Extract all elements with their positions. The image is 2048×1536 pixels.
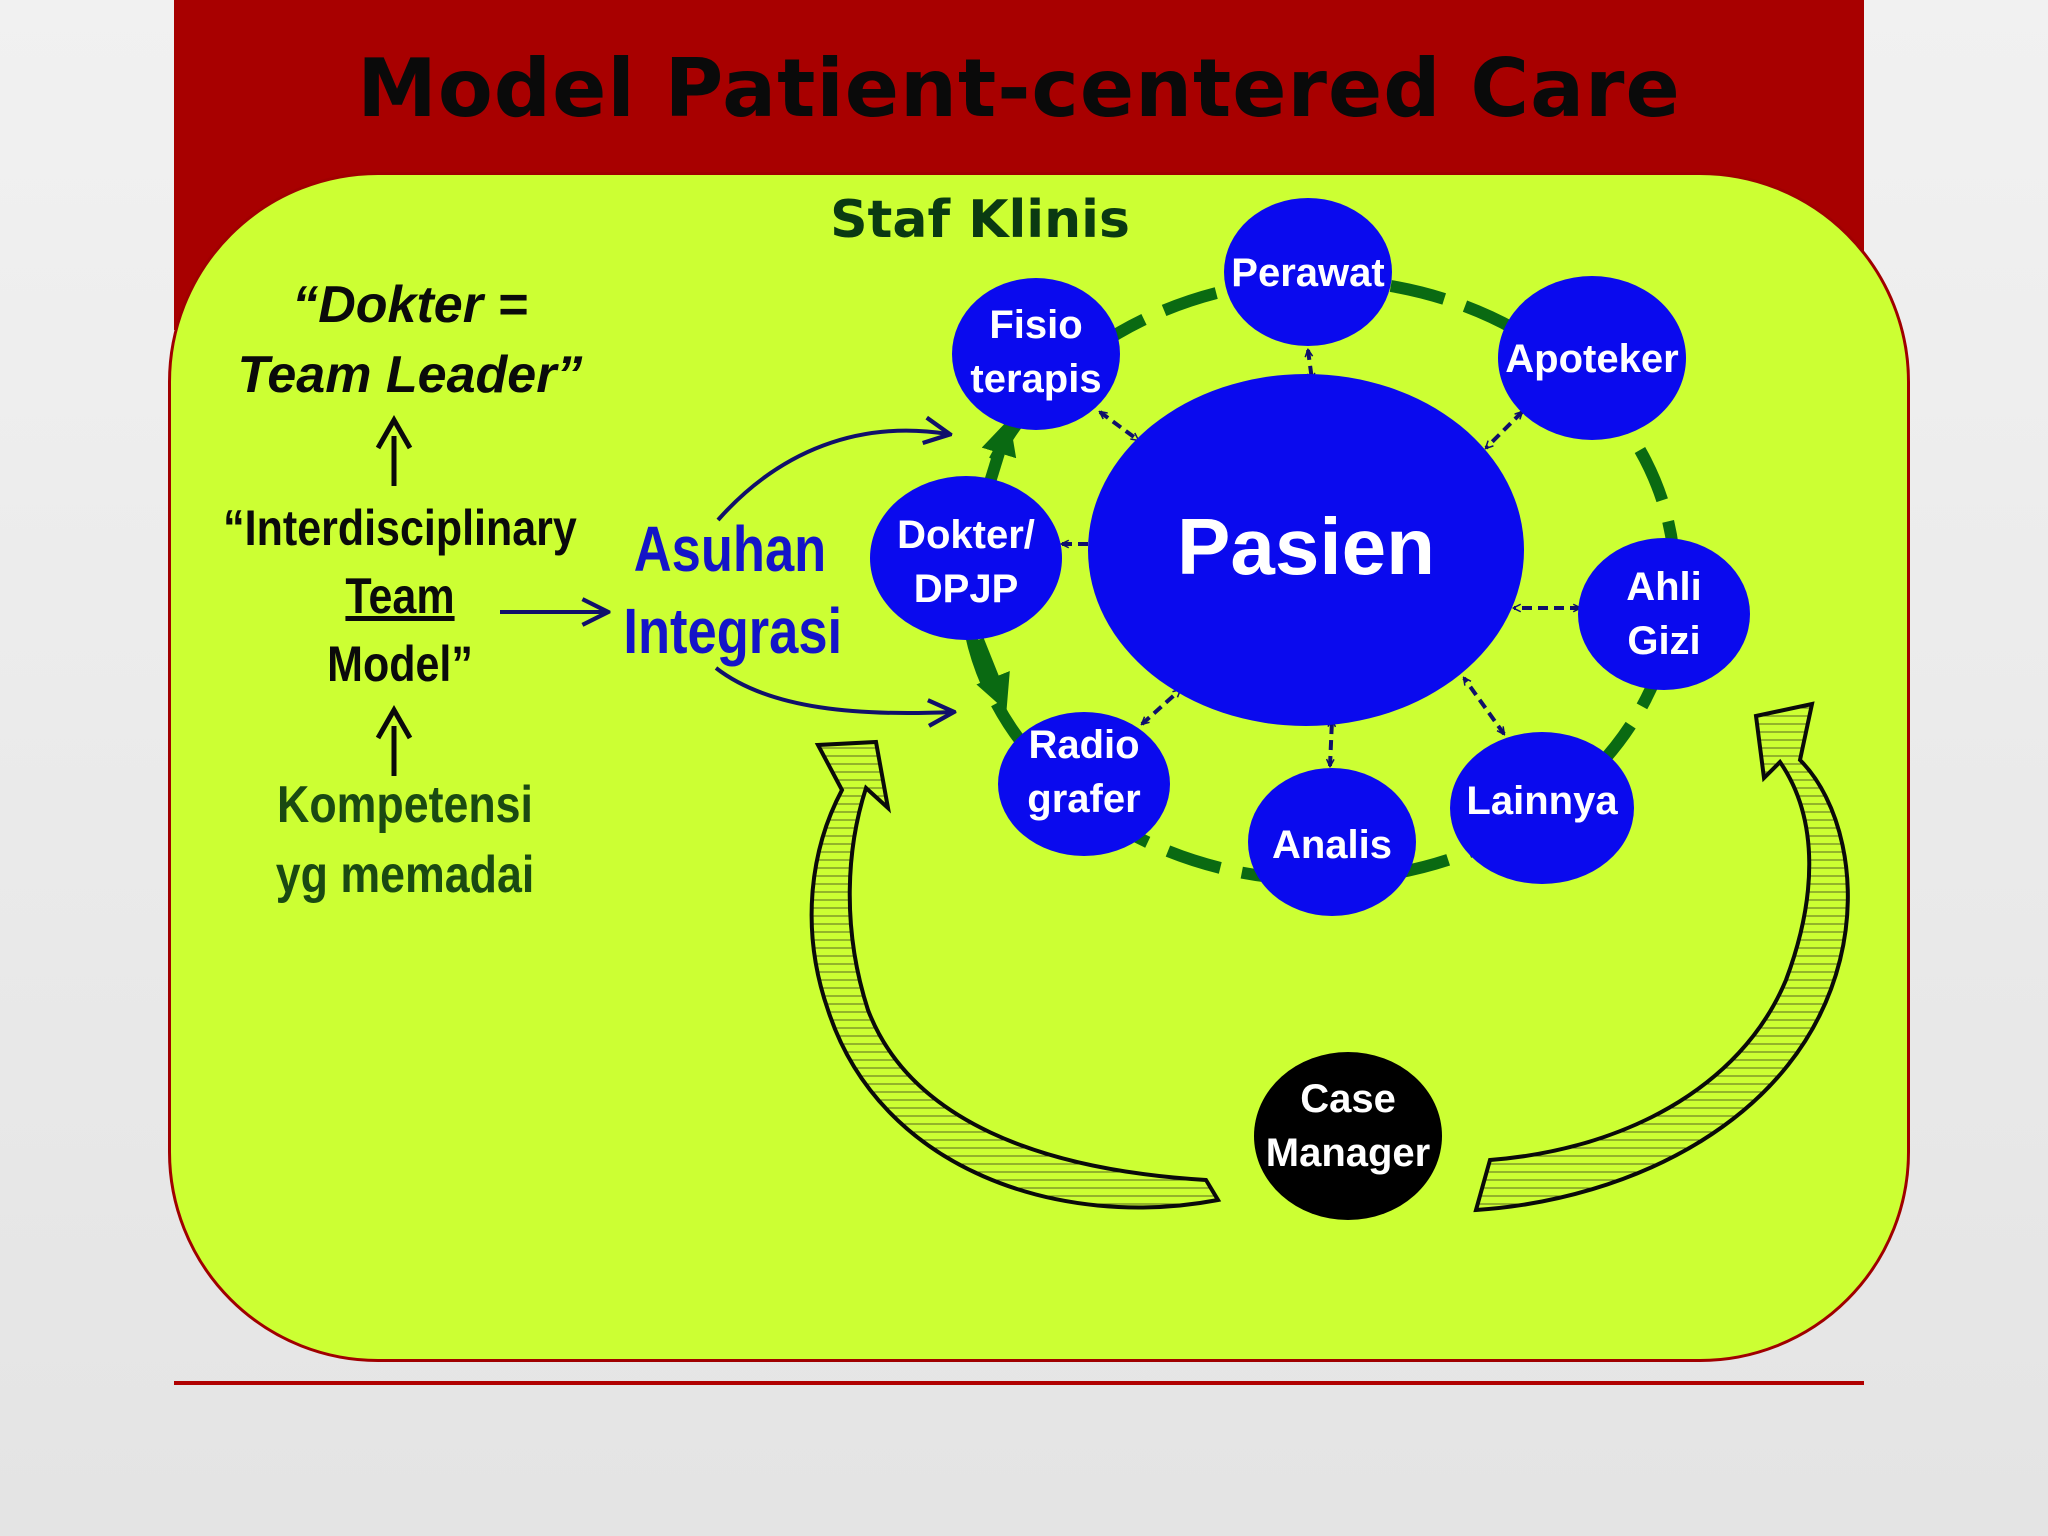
- kompetensi-label: Kompetensi yg memadai: [275, 776, 535, 904]
- svg-text:Lainnya: Lainnya: [1466, 779, 1618, 823]
- svg-text:Pasien: Pasien: [1177, 502, 1435, 591]
- dokter-team-leader-label: “Dokter = Team Leader”: [237, 276, 583, 404]
- dokter-dpjp-node: Dokter/ DPJP: [870, 476, 1062, 640]
- curved-arrow-lower-icon: [714, 666, 952, 713]
- link-pasien-apoteker: [1486, 412, 1522, 448]
- interdisciplinary-team-model-label: “Interdisciplinary Team Model”: [223, 500, 577, 692]
- hatched-arrow-right-icon: [1473, 701, 1850, 1213]
- apoteker-node: Apoteker: [1498, 276, 1686, 440]
- green-arrow-down-icon: [972, 637, 1010, 712]
- link-pasien-lainnya: [1462, 678, 1506, 734]
- bottom-divider: [174, 1381, 1864, 1385]
- link-pasien-analis: [1330, 720, 1332, 766]
- svg-text:Radio: Radio: [1028, 723, 1139, 767]
- perawat-node: Perawat: [1224, 198, 1392, 346]
- svg-text:Case: Case: [1300, 1077, 1396, 1121]
- link-pasien-fisioterapis: [1100, 410, 1138, 442]
- fisioterapis-node: Fisio terapis: [952, 278, 1120, 430]
- svg-text:Apoteker: Apoteker: [1505, 337, 1678, 381]
- slide-title: Model Patient-centered Care: [357, 42, 1681, 135]
- svg-text:Manager: Manager: [1266, 1131, 1431, 1175]
- hatched-arrow-left-icon: [809, 739, 1222, 1210]
- svg-text:terapis: terapis: [970, 357, 1101, 401]
- svg-text:grafer: grafer: [1027, 777, 1140, 821]
- green-arrow-up-icon: [981, 418, 1017, 484]
- svg-text:Perawat: Perawat: [1231, 251, 1384, 295]
- asuhan-integrasi-label: Asuhan Integrasi: [623, 513, 843, 667]
- up-arrow-icon-bottom: [375, 704, 413, 776]
- svg-text:Dokter/: Dokter/: [897, 513, 1035, 557]
- ahli-gizi-node: Ahli Gizi: [1578, 538, 1750, 690]
- svg-text:Fisio: Fisio: [989, 303, 1082, 347]
- svg-text:Gizi: Gizi: [1627, 619, 1700, 663]
- curved-arrow-upper-icon: [716, 431, 948, 522]
- radiografer-node: Radio grafer: [998, 712, 1170, 856]
- svg-text:Analis: Analis: [1272, 823, 1392, 867]
- lainnya-node: Lainnya: [1450, 732, 1634, 884]
- up-arrow-icon-top: [375, 414, 413, 486]
- link-pasien-radiografer: [1142, 690, 1180, 724]
- svg-text:Ahli: Ahli: [1626, 565, 1702, 609]
- case-manager-node: Case Manager: [1254, 1052, 1442, 1220]
- staf-klinis-label: Staf Klinis: [830, 190, 1130, 250]
- pasien-node: Pasien: [1088, 374, 1524, 726]
- analis-node: Analis: [1248, 768, 1416, 916]
- svg-text:DPJP: DPJP: [914, 567, 1019, 611]
